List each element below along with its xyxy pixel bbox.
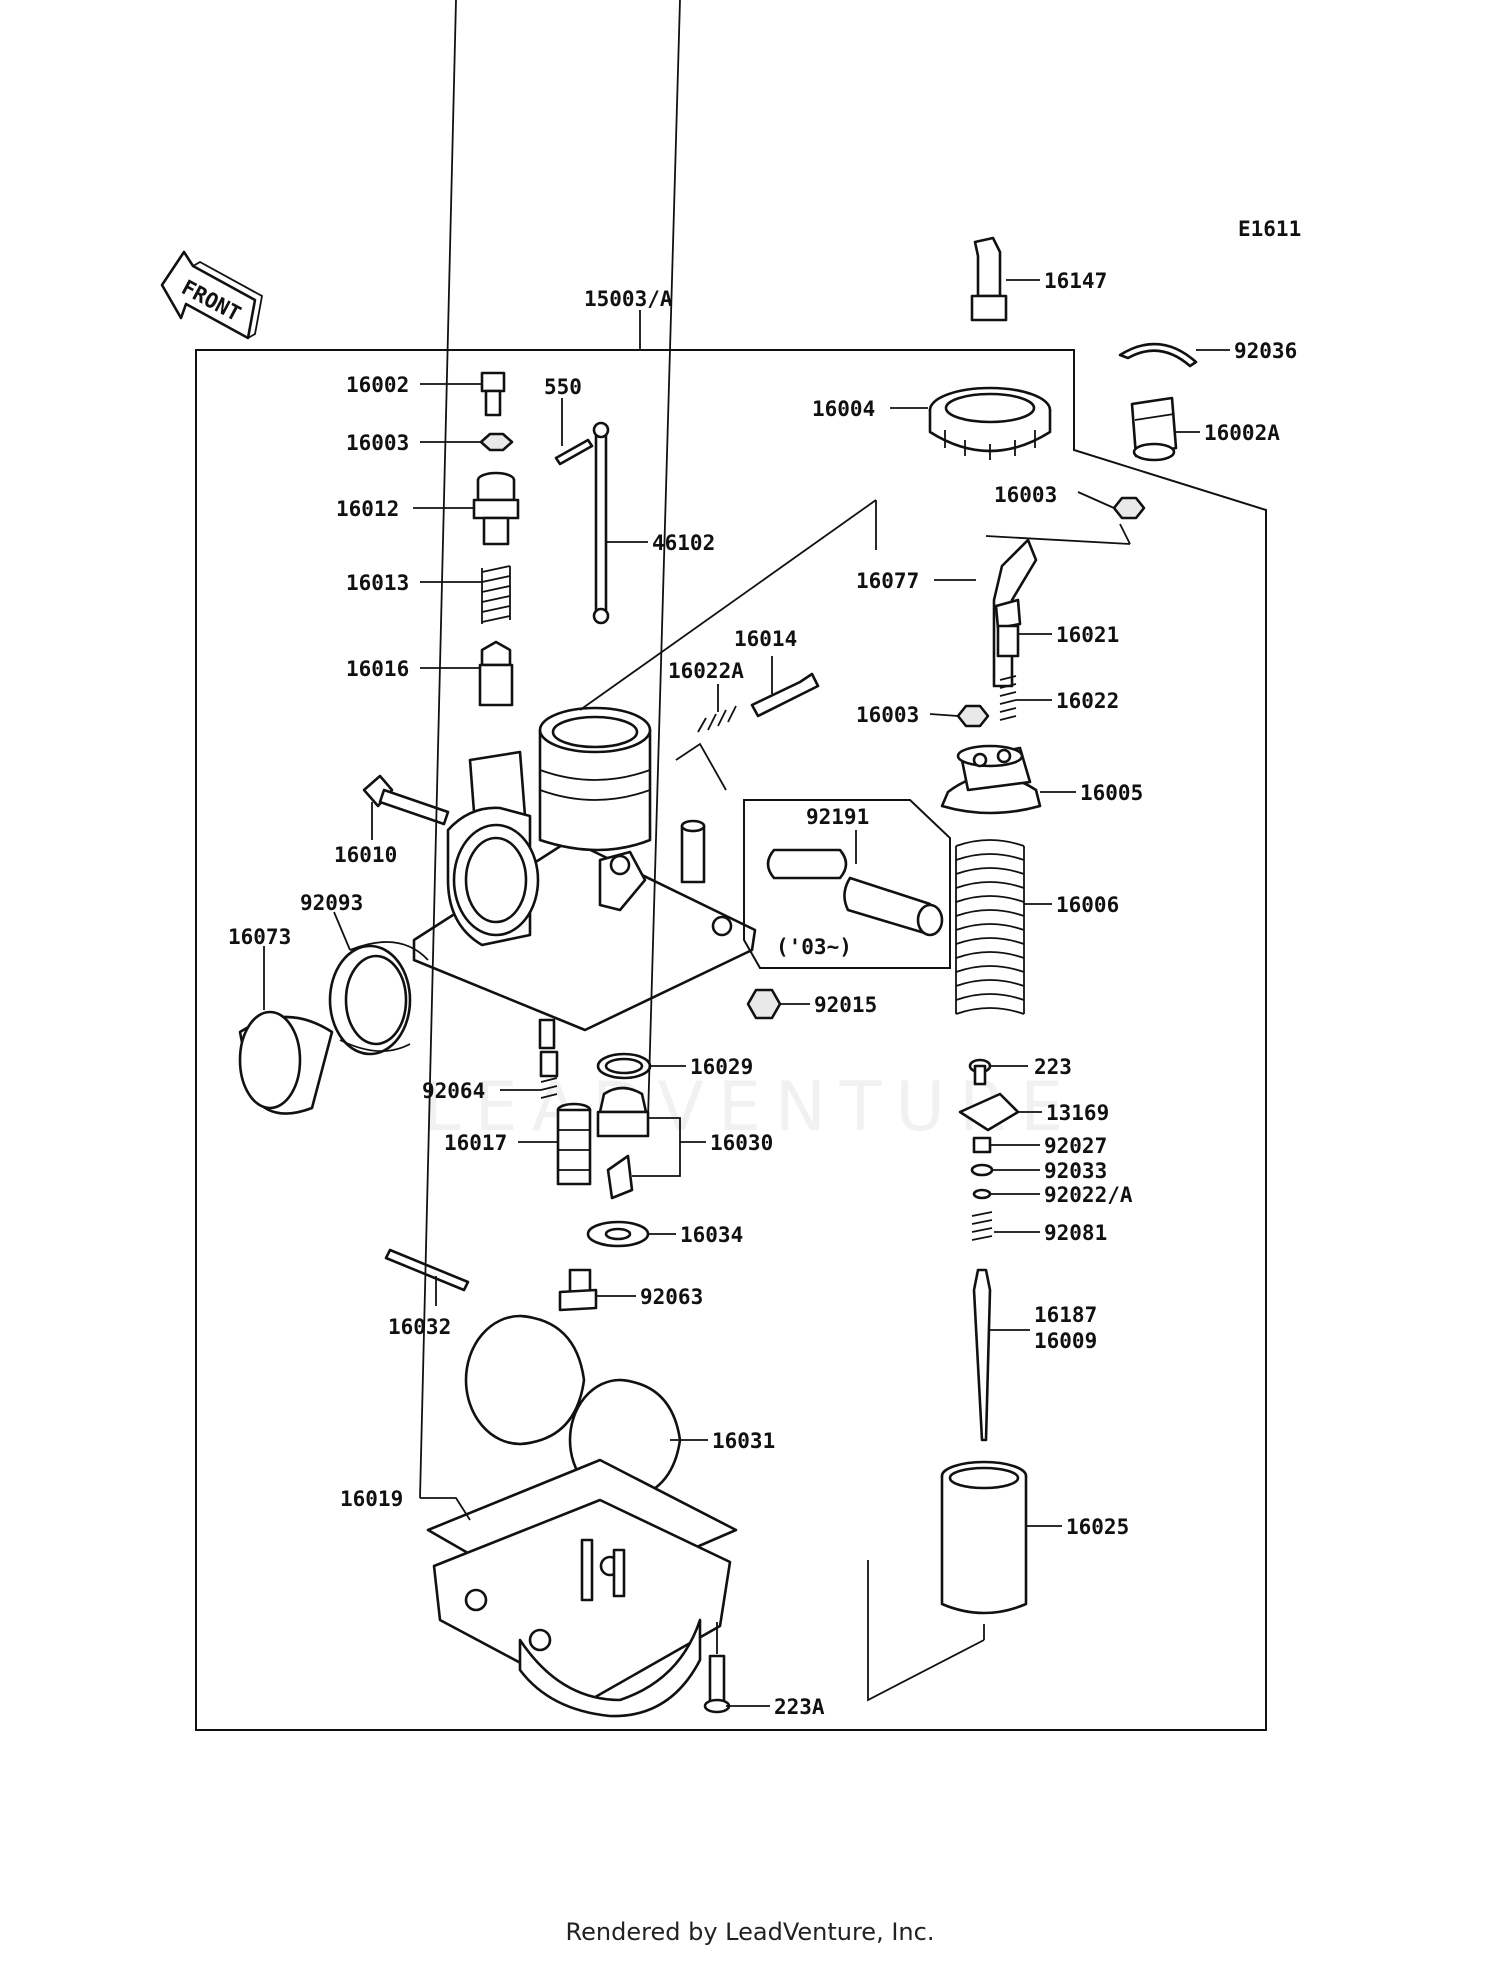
part-16002A-shape [1130,396,1178,462]
detail-bracket [675,742,727,791]
label-16029: 16029 [690,1055,753,1079]
assembly-label: 15003/A [584,287,673,311]
label-16014: 16014 [734,627,797,651]
part-92022A-shape [972,1188,992,1200]
label-16021: 16021 [1056,623,1119,647]
part-16022-shape [999,675,1017,721]
label-16003-right: 16003 [994,483,1057,507]
part-16032-shape [384,1248,470,1292]
label-16013: 16013 [346,571,409,595]
part-16034-shape [586,1220,650,1248]
drawing-code: E1611 [1238,217,1301,241]
label-16030: 16030 [710,1131,773,1155]
part-16002-shape [480,371,506,417]
part-16003-mid-shape [956,704,990,728]
part-92036-shape [1118,342,1198,368]
label-16187: 16187 [1034,1303,1097,1327]
label-92063: 92063 [640,1285,703,1309]
label-16009: 16009 [1034,1329,1097,1353]
label-16012: 16012 [336,497,399,521]
part-16021-shape [994,598,1022,658]
part-92063-shape [558,1268,598,1312]
label-16025: 16025 [1066,1515,1129,1539]
label-16002A: 16002A [1204,421,1280,445]
label-16003-top: 16003 [346,431,409,455]
part-16003-right-shape [1112,496,1146,520]
label-223A: 223A [774,1695,825,1719]
part-16030-shape [596,1086,650,1200]
watermark: LEADVENTURE [423,1068,1077,1147]
part-16017-shape [556,1102,592,1186]
label-92093: 92093 [300,891,363,915]
label-223: 223 [1034,1055,1072,1079]
label-92191: 92191 [806,805,869,829]
label-92022A: 92022/A [1044,1183,1133,1207]
label-16022: 16022 [1056,689,1119,713]
part-16073-shape [238,1010,334,1115]
label-92027: 92027 [1044,1134,1107,1158]
label-550: 550 [544,375,582,399]
label-92033: 92033 [1044,1159,1107,1183]
label-16073: 16073 [228,925,291,949]
label-16002: 16002 [346,373,409,397]
part-16004-shape [928,386,1052,460]
front-arrow-icon: FRONT [160,250,264,340]
part-16019-shape [426,1458,738,1718]
label-16147: 16147 [1044,269,1107,293]
label-16077: 16077 [856,569,919,593]
label-16031: 16031 [712,1429,775,1453]
label-16017: 16017 [444,1131,507,1155]
part-223A-shape [703,1654,731,1714]
label-92015: 92015 [814,993,877,1017]
label-16034: 16034 [680,1223,743,1247]
part-92033-shape [970,1163,994,1177]
footer-credit: Rendered by LeadVenture, Inc. [565,1918,935,1946]
label-16019: 16019 [340,1487,403,1511]
part-needle-shape [972,1268,992,1442]
year-note: ('03~) [776,935,852,959]
label-16010: 16010 [334,843,397,867]
label-92036: 92036 [1234,339,1297,363]
label-46102: 46102 [652,531,715,555]
part-16025-shape [940,1460,1028,1615]
part-92015-shape [746,988,782,1020]
part-16014-shape [750,672,820,718]
assembly-frame: 15003/A [195,287,1267,1731]
label-92064: 92064 [422,1079,485,1103]
part-550-shape [554,438,594,466]
part-92093-shape [328,941,429,1056]
label-16022A: 16022A [668,659,744,683]
part-92081-shape [971,1211,993,1241]
part-16005-shape [940,744,1042,815]
part-carburetor-body-shape [412,706,757,1050]
label-16016: 16016 [346,657,409,681]
part-92191-detail: ('03~) [743,799,951,969]
part-16016-shape [478,640,514,707]
part-16012-shape [472,471,520,546]
part-92064-shape [539,1050,559,1099]
leader-lines [263,0,1230,1707]
part-16147-shape [970,236,1008,322]
part-16003-top-shape [479,432,514,452]
label-16032: 16032 [388,1315,451,1339]
part-46102-shape [592,421,610,625]
part-labels: 16147 92036 16004 16002A 16002 550 16003… [228,269,1297,1719]
part-16010-shape [362,774,450,826]
part-16022A-shape [697,705,737,733]
part-16031-shape [464,1314,682,1502]
part-16029-shape [596,1052,652,1080]
part-92027-shape [972,1136,992,1154]
label-16004: 16004 [812,397,875,421]
label-16003-mid: 16003 [856,703,919,727]
label-13169: 13169 [1046,1101,1109,1125]
label-16006: 16006 [1056,893,1119,917]
part-16006-shape [955,839,1025,1015]
part-16013-shape [481,565,511,624]
label-16005: 16005 [1080,781,1143,805]
label-92081: 92081 [1044,1221,1107,1245]
